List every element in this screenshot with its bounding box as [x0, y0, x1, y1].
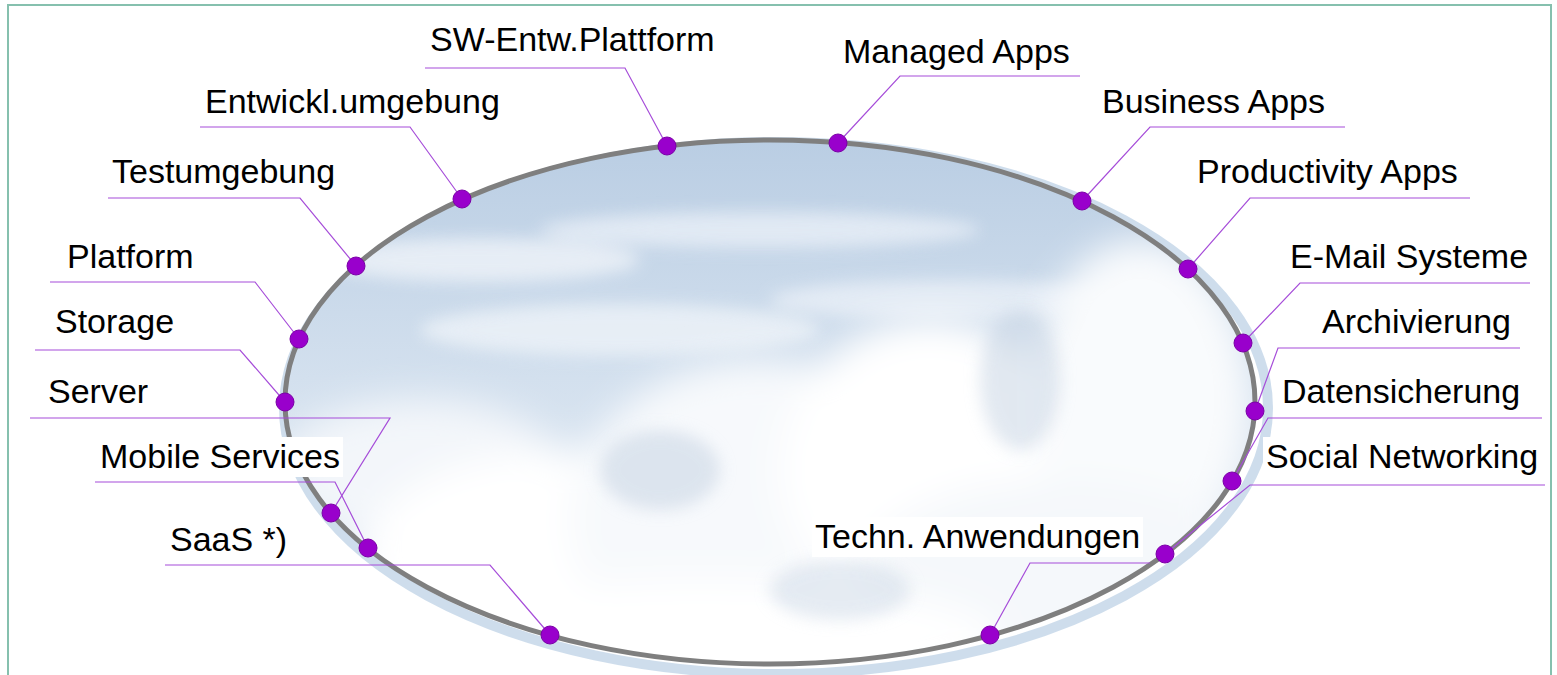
- marker-dot: [541, 626, 559, 644]
- clouds: [280, 240, 1260, 675]
- cloud-ring: [285, 140, 1255, 664]
- leader-line: [838, 76, 1080, 143]
- leader-line: [30, 418, 390, 513]
- callout-label: Business Apps: [1099, 82, 1328, 121]
- cloud-streak: [320, 238, 640, 282]
- cloud-streak: [420, 304, 820, 356]
- callout-label: Productivity Apps: [1194, 152, 1461, 191]
- callout-label: Platform: [64, 237, 197, 276]
- marker-dot: [276, 393, 294, 411]
- leader-line: [165, 565, 550, 635]
- marker-dot: [829, 134, 847, 152]
- marker-dot: [1234, 334, 1252, 352]
- callout-label: Storage: [52, 302, 177, 341]
- callout-label: Server: [45, 372, 151, 411]
- callout-label: E-Mail Systeme: [1287, 237, 1531, 276]
- marker-dot: [1246, 402, 1264, 420]
- marker-dot: [347, 257, 365, 275]
- callout-label: Archivierung: [1319, 302, 1514, 341]
- marker-dot: [981, 626, 999, 644]
- marker-dot: [658, 137, 676, 155]
- marker-dot: [453, 190, 471, 208]
- callout-label: Entwickl.umgebung: [202, 82, 503, 121]
- marker-dot: [359, 539, 377, 557]
- callout-label: Managed Apps: [840, 32, 1073, 71]
- leader-line: [1165, 485, 1545, 554]
- marker-dot: [1179, 260, 1197, 278]
- leader-line: [1243, 283, 1530, 343]
- frame: [8, 5, 1551, 675]
- callout-label: Social Networking: [1263, 437, 1541, 476]
- cloud-shadow: [980, 310, 1060, 450]
- callout-label: SaaS *): [167, 520, 290, 559]
- marker-dot: [1223, 472, 1241, 490]
- cloud-shadows: [600, 310, 1060, 620]
- marker-dot: [1073, 192, 1091, 210]
- leader-lines: [30, 68, 1545, 635]
- marker-dots: [276, 134, 1264, 644]
- marker-dot: [322, 504, 340, 522]
- callout-label: Mobile Services: [97, 437, 343, 476]
- cloud-picture: [280, 135, 1280, 675]
- cloud-shadow: [770, 560, 910, 620]
- marker-dot: [290, 330, 308, 348]
- cloud-shadow: [600, 430, 720, 510]
- callout-label: Techn. Anwendungen: [812, 517, 1143, 556]
- callout-label: Datensicherung: [1279, 372, 1523, 411]
- callout-label: Testumgebung: [109, 152, 338, 191]
- cloud-streak: [540, 212, 980, 248]
- callout-label: SW-Entw.Plattform: [427, 20, 718, 59]
- leader-line: [990, 563, 1150, 635]
- leader-line: [1232, 418, 1542, 481]
- marker-dot: [1156, 545, 1174, 563]
